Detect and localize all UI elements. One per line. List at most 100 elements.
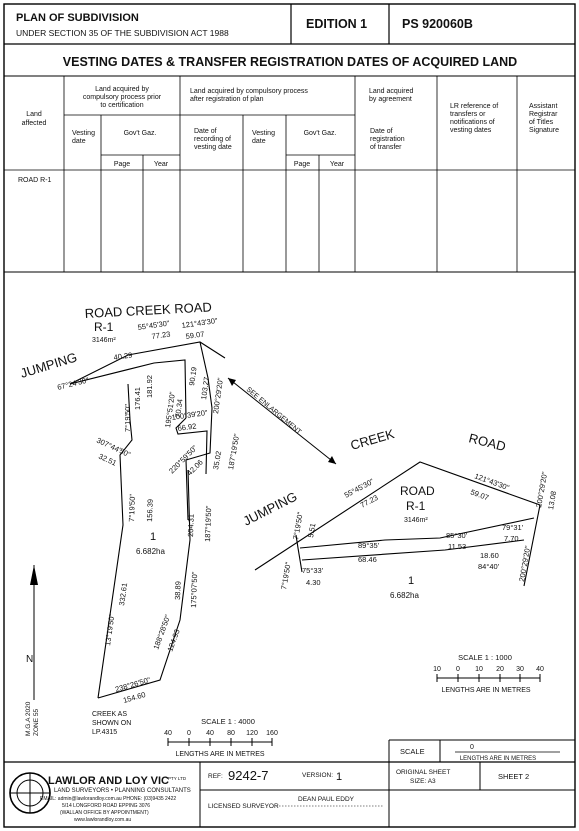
table-text: VESTING DATES & TRANSFER REGISTRATION DA… (18, 55, 559, 184)
row-land-affected: ROAD R-1 (18, 177, 52, 184)
enl-dim-bearing: 79°31' (502, 523, 524, 532)
dim-bearing: 13°19'50" (103, 613, 116, 646)
dim-bearing: 67°24'30" (56, 375, 90, 392)
col-lr-ref-2: transfers or (450, 111, 486, 118)
group-after-1: Land acquired by compulsory process (190, 88, 308, 95)
enl-dim-distance: 4.30 (306, 578, 321, 587)
dim-distance: 70.34 (173, 398, 185, 418)
col-vesting-date-2b: date (252, 138, 266, 145)
footer-scale-caption: LENGTHS ARE IN METRES (460, 756, 536, 762)
scale-tick: 0 (456, 666, 460, 673)
enl-dim-bearing: 7°19'50" (291, 511, 305, 540)
company-logo: LAWLOR AND LOY VIC PTY LTD LAND SURVEYOR… (9, 772, 191, 823)
label-lot1: 1 (150, 531, 156, 543)
scale-tick: 10 (475, 666, 483, 673)
dim-distance: 66.92 (177, 421, 197, 433)
group-agreement-2: by agreement (369, 96, 412, 103)
original-sheet-size: SIZE: A3 (410, 778, 436, 785)
enl-dim-bearing: 200°29'20" (517, 545, 532, 583)
enl-dim-distance: 68.46 (358, 555, 377, 564)
col-date-recording-1: Date of (194, 128, 217, 135)
group-prior-2: compulsory process prior (83, 94, 162, 101)
group-prior-1: Land acquired by (95, 86, 149, 93)
ref-value: 9242-7 (228, 768, 268, 783)
dim-distance: 38.89 (173, 581, 183, 600)
scale-tick: 80 (227, 730, 235, 737)
sheet-border (3, 3, 576, 828)
col-page-1: Page (114, 161, 130, 168)
dim-bearing: 55°45'30" (137, 319, 170, 332)
enl-dim-distance: 11.53 (448, 542, 466, 551)
company-contact-web: www.lawlorandloy.com.au (74, 817, 131, 823)
dim-bearing: 121°43'30" (181, 316, 219, 330)
sheet-number: SHEET 2 (498, 772, 529, 781)
version-label: VERSION: (302, 772, 333, 779)
dim-distance: 176.41 (133, 387, 142, 410)
enl-dim-bearing: 75°33' (302, 566, 324, 575)
company-contact-address: 5/14 LONGFORD ROAD EPPING 3076 (62, 803, 150, 809)
dim-distance: 156.39 (145, 499, 155, 522)
enl-label-lot1-area: 6.682ha (390, 591, 419, 600)
enl-dim-distance: 59.07 (469, 487, 490, 502)
plan-title: PLAN OF SUBDIVISION (16, 12, 139, 24)
creek-note-2: SHOWN ON (92, 720, 131, 727)
enl-dim-bearing: 85°30' (446, 531, 468, 540)
enl-dim-distance: 13.08 (546, 490, 558, 510)
enl-dim-bearing: 84°40' (478, 562, 500, 571)
enl-label-area: 3146m² (404, 517, 428, 524)
mga-note-1: M.G.A 2020 (25, 701, 32, 736)
enl-label-road: ROAD (467, 430, 507, 454)
group-after-2: after registration of plan (190, 96, 264, 103)
col-year-1: Year (154, 161, 169, 168)
scale-bar-main: SCALE 1 : 4000 40 0 40 80 120 160 LENGTH… (164, 717, 278, 758)
footer-scale-zero: 0 (470, 744, 474, 751)
ref-label: REF: (208, 773, 223, 780)
scale-tick: 160 (266, 730, 278, 737)
col-date-recording-2: recording of (194, 136, 231, 143)
creek-note-3: LP.4315 (92, 729, 117, 736)
see-enlargement-arrow (227, 377, 337, 465)
scale-tick: 0 (187, 730, 191, 737)
scale-title-main: SCALE 1 : 4000 (201, 717, 255, 726)
version-value: 1 (336, 771, 342, 783)
scale-tick: 10 (433, 666, 441, 673)
scale-tick: 40 (206, 730, 214, 737)
plan-subtitle: UNDER SECTION 35 OF THE SUBDIVISION ACT … (16, 28, 229, 38)
company-contact-email: EMAIL: admin@lawlorandloy.com.au PHONE: … (40, 796, 176, 802)
col-year-2: Year (330, 161, 345, 168)
company-suffix: PTY LTD (168, 776, 187, 781)
enl-label-lot2: R-1 (406, 499, 426, 513)
scale-tick: 40 (536, 666, 544, 673)
creek-note-1: CREEK AS (92, 711, 127, 718)
north-arrow: N (26, 565, 38, 700)
col-registrar-4: Signature (529, 127, 559, 134)
company-contact-note: (WALLAN OFFICE BY APPOINTMENT) (60, 810, 149, 816)
mga-note-2: ZONE 55 (33, 709, 40, 736)
col-date-registration-1: Date of (370, 128, 393, 135)
dim-distance: 181.92 (145, 375, 154, 398)
plan-number: PS 920060B (402, 17, 473, 31)
dim-bearing: 238°26'50" (114, 675, 152, 694)
dim-distance: 204.31 (186, 514, 196, 537)
table-heading: VESTING DATES & TRANSFER REGISTRATION DA… (63, 55, 517, 69)
footer-scale-box: SCALE 0 LENGTHS ARE IN METRES (400, 744, 560, 762)
dim-distance: 35.02 (211, 450, 223, 470)
dim-bearing: 187°19'50" (226, 433, 241, 471)
dim-bearing: 7°19'50" (127, 493, 137, 522)
main-plan-linework (69, 341, 226, 699)
dim-bearing: 200°29'20" (211, 377, 225, 415)
dim-distance: 32.51 (97, 452, 118, 468)
col-registrar-2: Registrar (529, 111, 558, 118)
company-sub: LAND SURVEYORS • PLANNING CONSULTANTS (54, 788, 191, 794)
label-lot1-area: 6.682ha (136, 547, 165, 556)
scale-title-small: SCALE 1 : 1000 (458, 653, 512, 662)
group-prior-3: to certification (100, 102, 143, 109)
company-name: LAWLOR AND LOY VIC (48, 775, 169, 787)
label-jumping: JUMPING (18, 349, 78, 380)
enl-dim-bearing: 7°19'50" (279, 561, 293, 590)
col-lr-ref-4: vesting dates (450, 127, 492, 134)
scale-bar-enlargement: SCALE 1 : 1000 10 0 10 20 30 40 LENGTHS … (433, 653, 544, 694)
col-vesting-date-2: date (72, 138, 86, 145)
dim-distance: 154.60 (122, 690, 147, 705)
